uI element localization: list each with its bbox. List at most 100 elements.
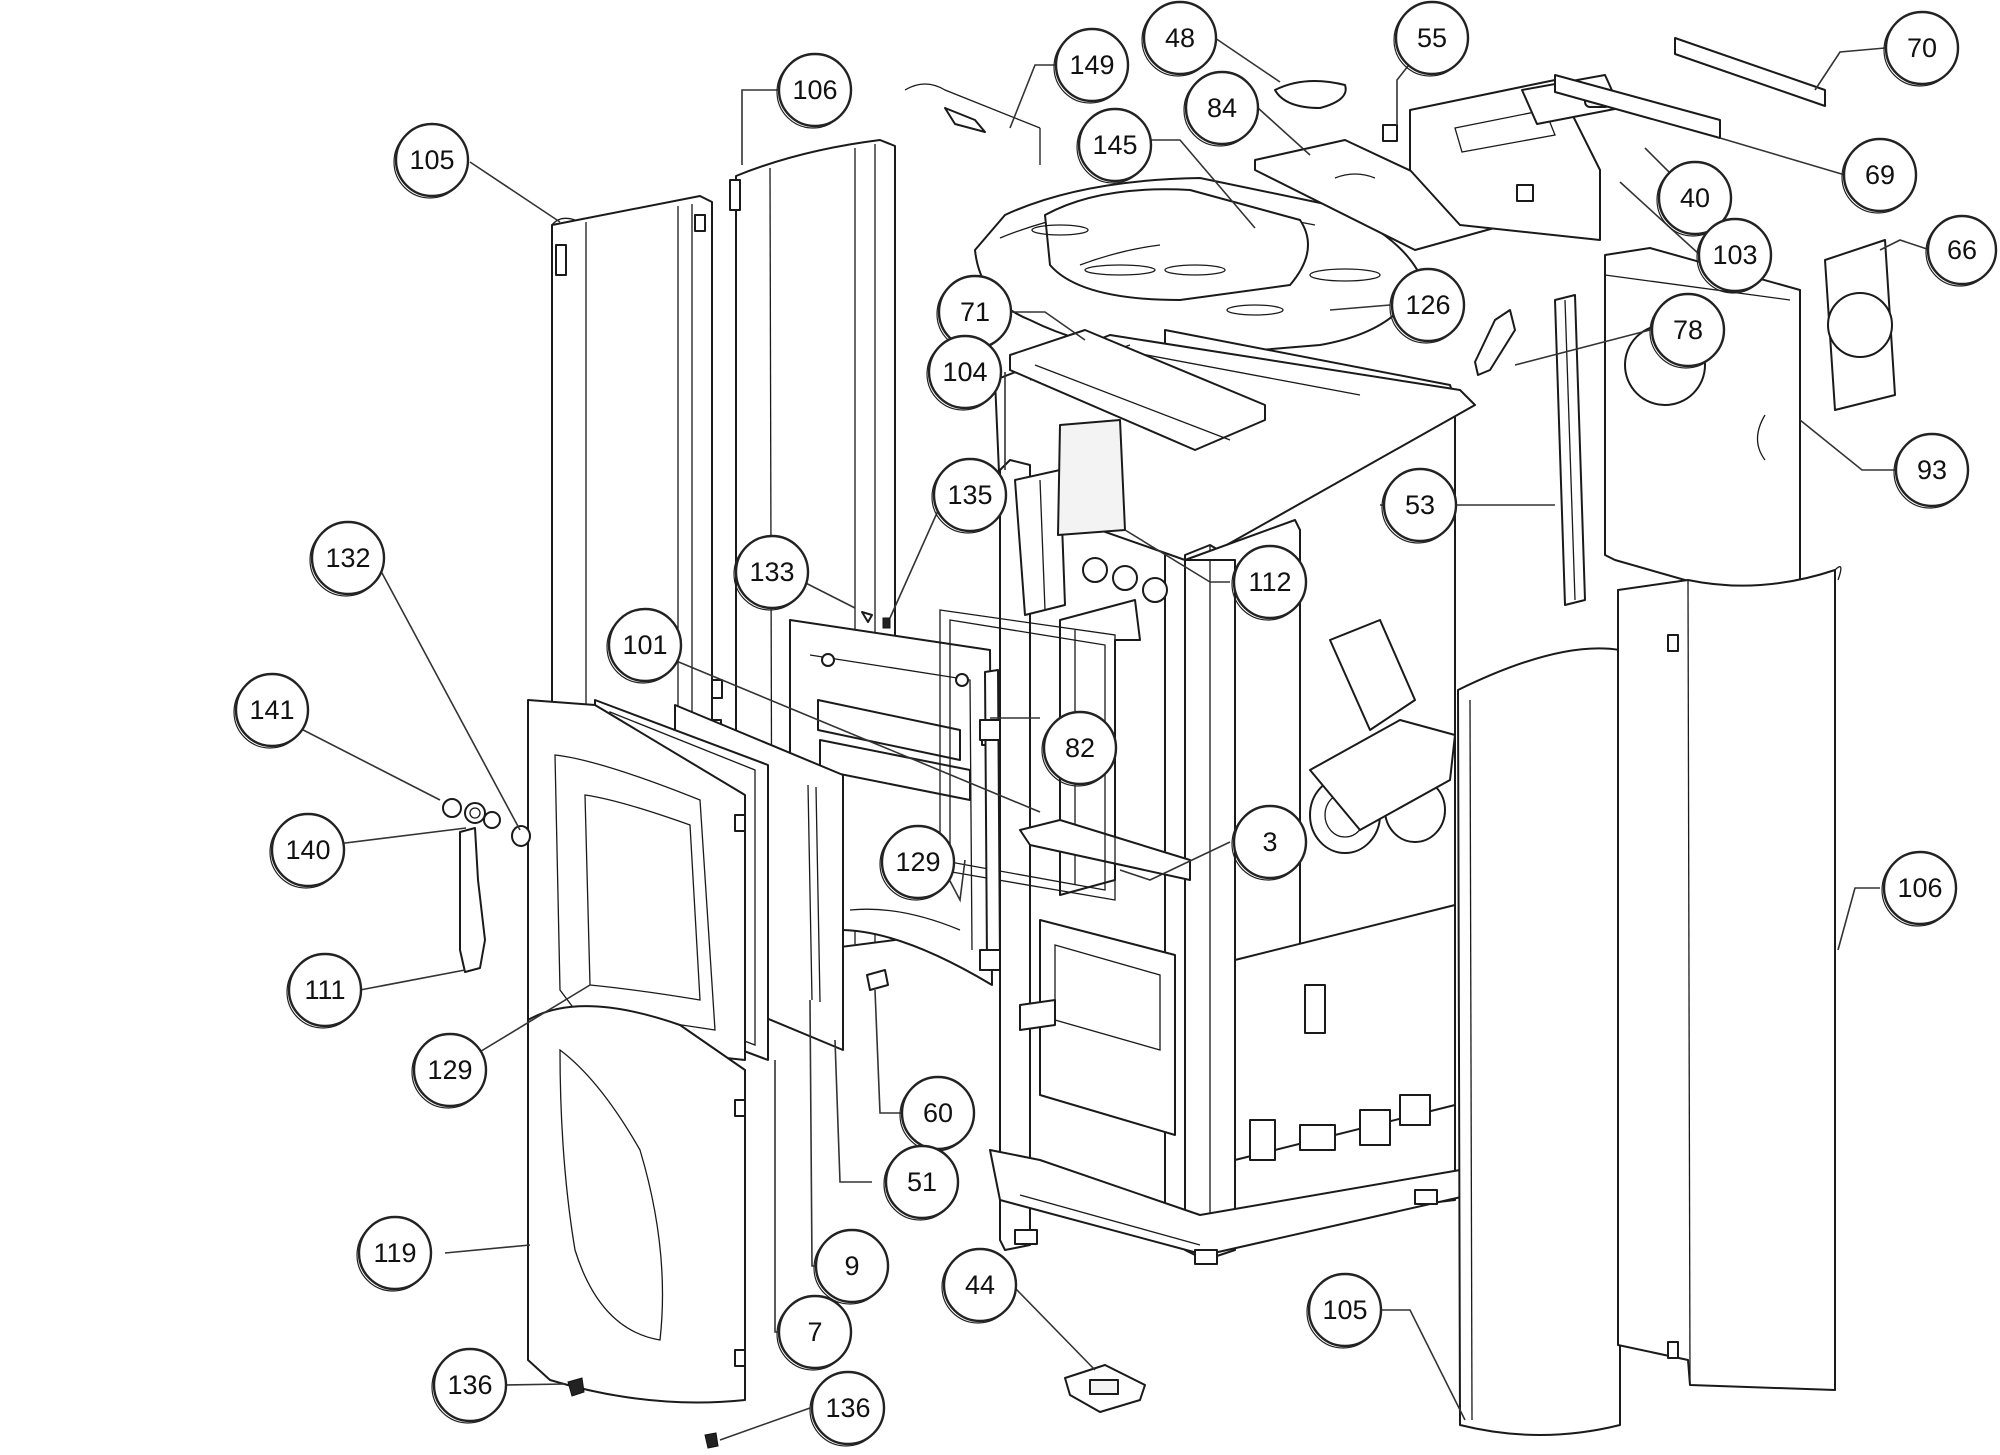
callout-141: 141 <box>233 672 310 749</box>
callout-label: 101 <box>622 630 667 660</box>
callout-119: 119 <box>356 1215 433 1292</box>
callout-44: 44 <box>941 1247 1018 1324</box>
callout-label: 7 <box>807 1317 822 1347</box>
callout-60: 60 <box>899 1075 976 1152</box>
small-screws <box>861 611 891 629</box>
lower-front-panel <box>527 1005 746 1404</box>
callout-126: 126 <box>1389 267 1466 344</box>
callout-label: 103 <box>1712 240 1757 270</box>
callout-label: 51 <box>907 1167 937 1197</box>
callout-51: 51 <box>883 1144 960 1221</box>
top-trim-strip <box>1674 37 1826 107</box>
door-handle-assembly <box>442 798 531 973</box>
callout-132: 132 <box>309 520 386 597</box>
vertical-rail <box>1554 294 1586 606</box>
callout-78: 78 <box>1649 292 1726 369</box>
callout-136-left: 136 <box>431 1347 508 1424</box>
callout-40: 40 <box>1656 160 1733 237</box>
callout-label: 106 <box>1897 873 1942 903</box>
leader-lines <box>269 37 1931 1441</box>
callout-label: 105 <box>409 145 454 175</box>
callout-label: 136 <box>447 1370 492 1400</box>
flue-plate <box>1824 239 1896 411</box>
callout-label: 9 <box>844 1251 859 1281</box>
panel-screws <box>567 1377 719 1449</box>
callout-106-right: 106 <box>1881 850 1958 927</box>
callout-82: 82 <box>1041 710 1118 787</box>
callout-106-upper: 106 <box>776 52 853 129</box>
callout-133: 133 <box>733 534 810 611</box>
callout-103: 103 <box>1696 217 1773 294</box>
callout-145: 145 <box>1076 107 1153 184</box>
hinge-rail <box>979 669 1001 971</box>
callout-label: 55 <box>1417 23 1447 53</box>
callout-136-bottom: 136 <box>809 1370 886 1447</box>
callout-label: 104 <box>942 357 987 387</box>
callout-66: 66 <box>1925 214 1998 287</box>
callout-label: 78 <box>1673 315 1703 345</box>
door-gasket-rear <box>939 609 1116 901</box>
callout-112: 112 <box>1231 544 1308 621</box>
callout-label: 129 <box>895 847 940 877</box>
small-plate <box>866 969 889 991</box>
callout-129-front-door: 129 <box>411 1032 488 1109</box>
callout-label: 84 <box>1207 93 1237 123</box>
callout-label: 71 <box>960 297 990 327</box>
callout-label: 112 <box>1248 567 1291 597</box>
callout-69: 69 <box>1841 137 1918 214</box>
callout-label: 119 <box>373 1238 416 1268</box>
small-clip <box>1382 124 1398 142</box>
cleaning-tool <box>904 83 1041 165</box>
callout-label: 136 <box>825 1393 870 1423</box>
callout-label: 53 <box>1405 490 1435 520</box>
callout-label: 40 <box>1680 183 1710 213</box>
hopper-knob <box>1274 80 1347 109</box>
callout-label: 126 <box>1405 290 1450 320</box>
callout-label: 70 <box>1907 33 1937 63</box>
callout-label: 66 <box>1947 235 1977 265</box>
callout-label: 140 <box>285 835 330 865</box>
callout-149: 149 <box>1053 27 1130 104</box>
callout-104: 104 <box>926 334 1003 411</box>
callout-53: 53 <box>1381 467 1458 544</box>
callout-140: 140 <box>269 812 346 889</box>
callout-93: 93 <box>1893 432 1970 509</box>
callout-label: 135 <box>947 480 992 510</box>
callout-70: 70 <box>1883 10 1960 87</box>
callout-129-door-gasket: 129 <box>879 824 956 901</box>
callout-label: 145 <box>1092 130 1137 160</box>
callout-111: 111 <box>286 952 363 1029</box>
callout-label: 141 <box>249 695 294 725</box>
callout-55: 55 <box>1393 0 1470 77</box>
main-body-frame <box>989 329 1476 1265</box>
callout-label: 111 <box>304 975 345 1005</box>
right-rear-curved-panel <box>1617 566 1842 1391</box>
callout-101: 101 <box>606 607 683 684</box>
ash-cover <box>1064 1364 1146 1413</box>
top-cover-hopper <box>974 177 1421 356</box>
callout-label: 48 <box>1165 23 1195 53</box>
right-front-curved-panel <box>1457 647 1621 1436</box>
callout-label: 106 <box>792 75 837 105</box>
callout-label: 93 <box>1917 455 1947 485</box>
callout-71: 71 <box>936 274 1013 351</box>
callout-label: 69 <box>1865 160 1895 190</box>
callout-7: 7 <box>776 1294 853 1371</box>
callout-label: 132 <box>325 543 370 573</box>
callout-label: 82 <box>1065 733 1095 763</box>
callout-105-upper: 105 <box>393 122 470 199</box>
callout-135: 135 <box>931 457 1008 534</box>
callout-label: 129 <box>427 1055 472 1085</box>
callout-3: 3 <box>1231 804 1308 881</box>
glass-gasket <box>807 784 821 1003</box>
callout-105-right: 105 <box>1306 1272 1383 1349</box>
callout-label: 44 <box>965 1270 995 1300</box>
callout-label: 105 <box>1322 1295 1367 1325</box>
callout-84: 84 <box>1183 70 1260 147</box>
callout-9: 9 <box>813 1228 890 1305</box>
callout-label: 149 <box>1069 50 1114 80</box>
small-strut <box>1474 309 1516 376</box>
callout-48: 48 <box>1141 0 1218 77</box>
